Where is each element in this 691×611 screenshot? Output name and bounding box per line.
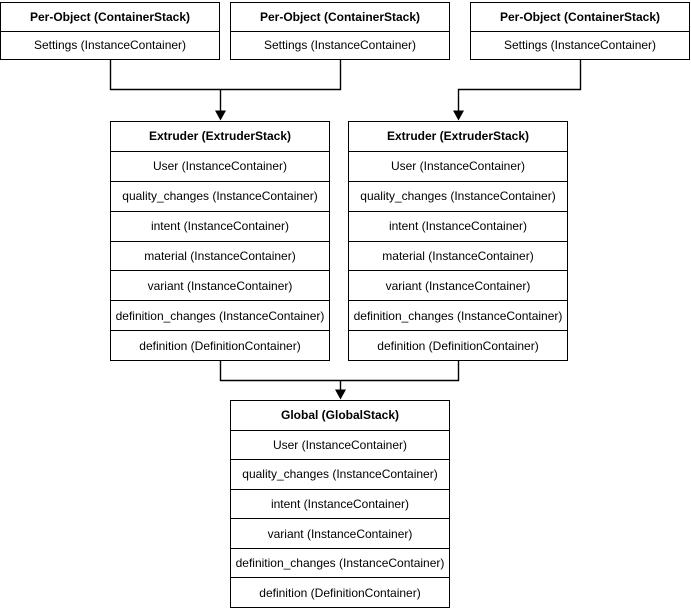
node-title: Global (GlobalStack) [280, 408, 400, 423]
arrowhead-global [335, 389, 346, 400]
node-title: Per-Object (ContainerStack) [259, 9, 421, 24]
node-row: material (InstanceContainer) [349, 240, 567, 271]
node-row: Settings (InstanceContainer) [231, 30, 449, 60]
node-row: definition_changes (InstanceContainer) [111, 300, 329, 330]
node-row: quality_changes (InstanceContainer) [111, 180, 329, 211]
node-row: quality_changes (InstanceContainer) [349, 180, 567, 211]
node-row: intent (InstanceContainer) [349, 210, 567, 241]
arrowhead-extruder2 [453, 110, 464, 121]
node-row: intent (InstanceContainer) [231, 488, 449, 519]
node-row: User (InstanceContainer) [349, 150, 567, 181]
node-row: material (InstanceContainer) [111, 240, 329, 271]
node-row: variant (InstanceContainer) [349, 270, 567, 300]
node-row: definition_changes (InstanceContainer) [231, 547, 449, 578]
node-per-object-2: Per-Object (ContainerStack) Settings (In… [230, 2, 450, 60]
node-extruder-1: Extruder (ExtruderStack) User (InstanceC… [110, 121, 330, 361]
node-title: Extruder (ExtruderStack) [148, 129, 292, 144]
node-row: Settings (InstanceContainer) [471, 30, 689, 60]
node-row: definition (DefinitionContainer) [111, 330, 329, 360]
node-row: variant (InstanceContainer) [231, 518, 449, 548]
node-title: Extruder (ExtruderStack) [386, 129, 530, 144]
node-row: User (InstanceContainer) [231, 429, 449, 460]
node-row: quality_changes (InstanceContainer) [231, 459, 449, 489]
node-per-object-1: Per-Object (ContainerStack) Settings (In… [0, 2, 220, 60]
node-row: Settings (InstanceContainer) [1, 30, 219, 60]
node-row: intent (InstanceContainer) [111, 210, 329, 241]
node-per-object-3: Per-Object (ContainerStack) Settings (In… [470, 2, 690, 60]
node-row: User (InstanceContainer) [111, 150, 329, 181]
node-global: Global (GlobalStack) User (InstanceConta… [230, 400, 450, 608]
connector-perobject3-to-extruder2 [457, 60, 582, 112]
arrowhead-extruder1 [215, 110, 226, 121]
node-title: Per-Object (ContainerStack) [29, 9, 191, 24]
node-row: definition_changes (InstanceContainer) [349, 300, 567, 330]
node-extruder-2: Extruder (ExtruderStack) User (InstanceC… [348, 121, 568, 361]
node-row: definition (DefinitionContainer) [231, 577, 449, 607]
node-row: variant (InstanceContainer) [111, 270, 329, 300]
node-row: definition (DefinitionContainer) [349, 330, 567, 360]
connector-perobject12-to-extruder1 [109, 60, 342, 91]
node-title: Per-Object (ContainerStack) [499, 9, 661, 24]
connector-extruders-to-global [219, 361, 460, 382]
